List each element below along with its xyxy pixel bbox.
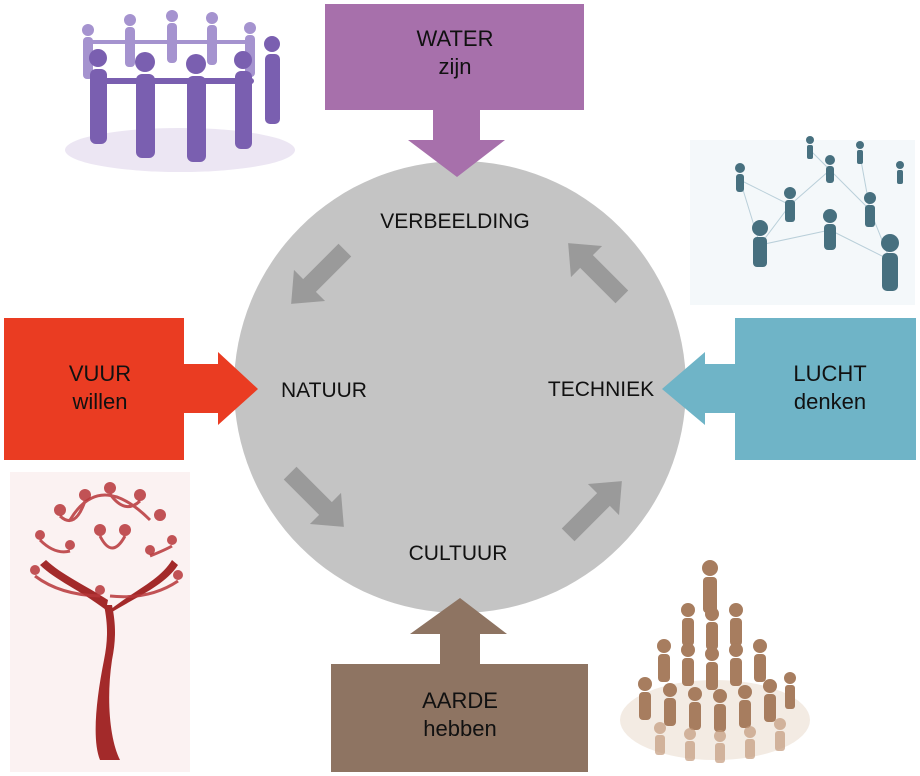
fire-box	[4, 318, 184, 460]
air-box	[735, 318, 916, 460]
water-box	[325, 4, 584, 110]
fire-label: VUUR	[69, 361, 131, 386]
water-sublabel: zijn	[438, 54, 471, 79]
fire-element: VUUR willen	[4, 318, 258, 460]
inner-arrow-bottom-right	[561, 481, 622, 542]
cycle-label-bottom: CULTUUR	[409, 542, 508, 565]
earth-element: AARDE hebben	[331, 598, 588, 772]
people-pyramid-image	[620, 560, 810, 763]
people-circle-image	[65, 10, 295, 172]
water-arrow	[408, 108, 505, 177]
air-arrow	[662, 352, 738, 425]
earth-box	[331, 664, 588, 772]
water-label: WATER	[417, 26, 494, 51]
air-sublabel: denken	[794, 389, 866, 414]
people-network-image	[690, 136, 915, 305]
air-label: LUCHT	[793, 361, 866, 386]
fire-arrow	[182, 352, 258, 425]
inner-arrow-top-left	[291, 243, 352, 304]
water-element: WATER zijn	[325, 4, 584, 177]
earth-arrow	[410, 598, 507, 666]
cycle-label-left: NATUUR	[281, 379, 367, 402]
earth-label: AARDE	[422, 688, 498, 713]
fire-sublabel: willen	[71, 389, 127, 414]
cycle-label-top: VERBEELDING	[380, 210, 529, 233]
cycle-label-right: TECHNIEK	[548, 378, 654, 401]
tree-of-people-image	[10, 472, 190, 772]
air-element: LUCHT denken	[662, 318, 916, 460]
earth-sublabel: hebben	[423, 716, 496, 741]
inner-arrow-top-right	[568, 243, 629, 304]
inner-arrow-bottom-left	[283, 466, 344, 527]
